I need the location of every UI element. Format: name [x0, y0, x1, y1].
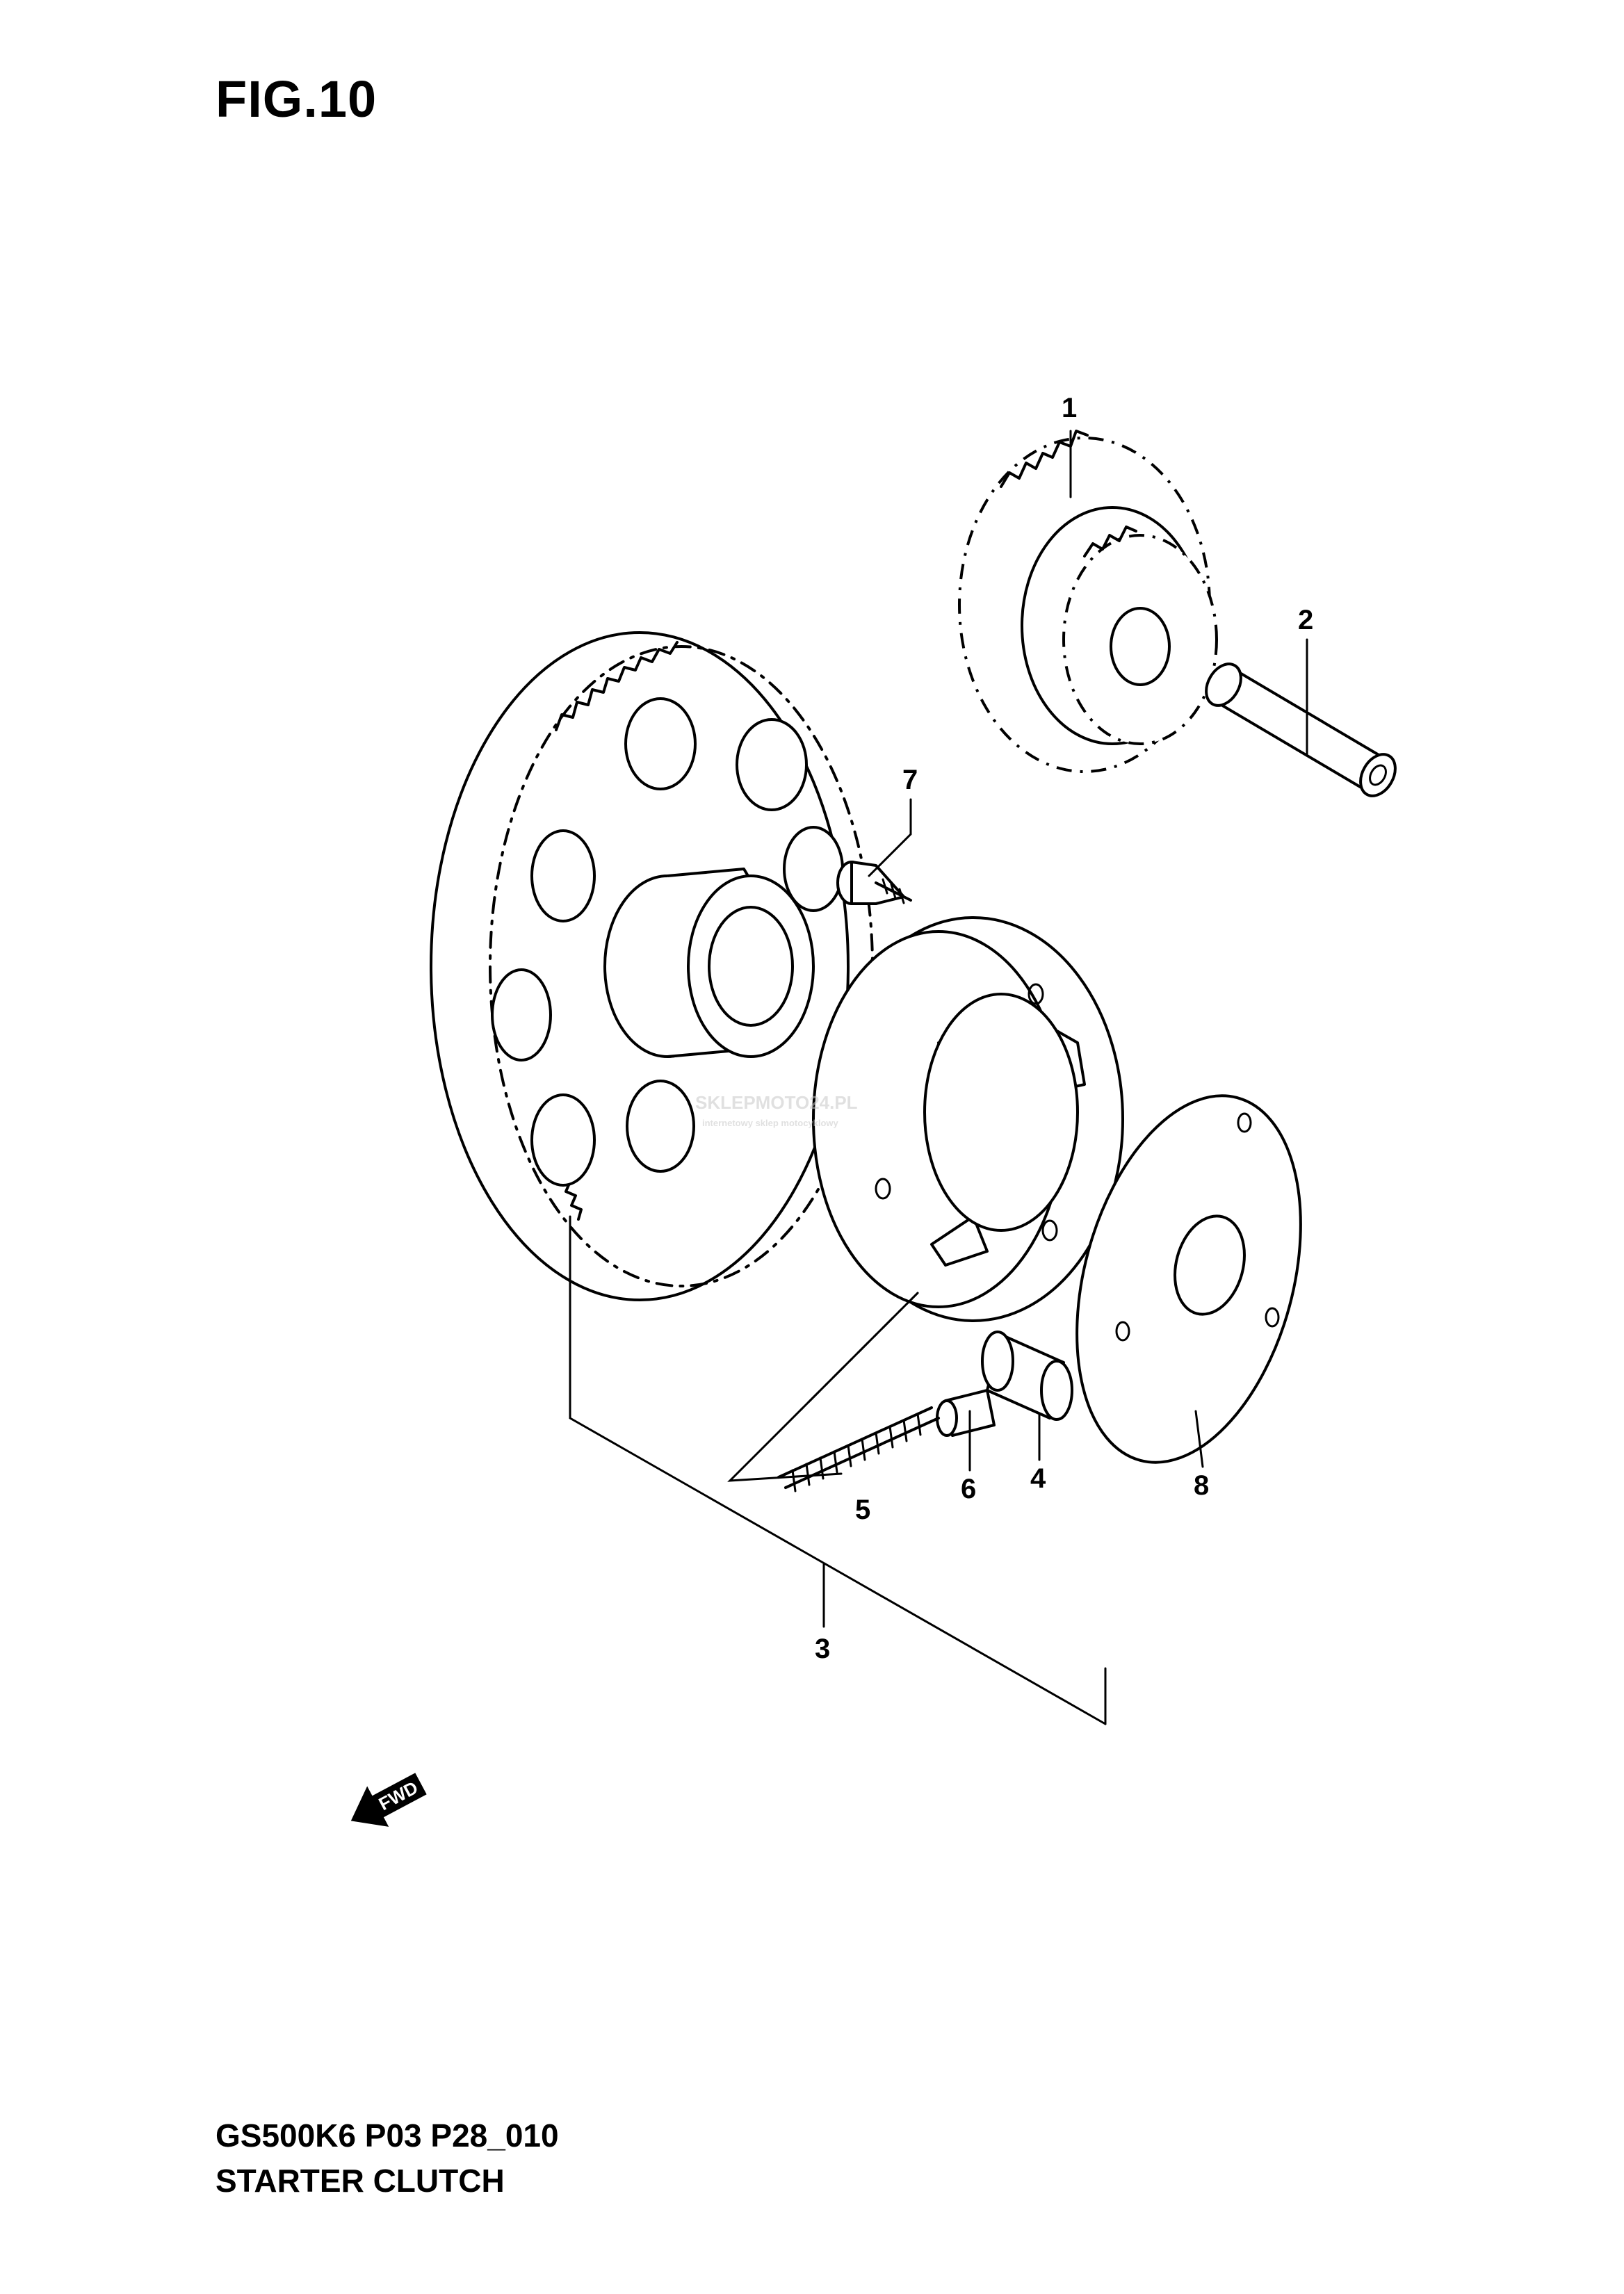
part-6-pin [936, 1389, 996, 1437]
part-4-roller [981, 1331, 1073, 1421]
callout-4: 4 [1030, 1463, 1046, 1494]
model-code: GS500K6 P03 P28_010 [216, 2117, 559, 2154]
callout-8: 8 [1194, 1470, 1209, 1501]
watermark-tagline: internetowy sklep motocyklowy [702, 1118, 839, 1128]
section-name: STARTER CLUTCH [216, 2163, 505, 2199]
leader-lines [569, 430, 1308, 1725]
callout-5: 5 [855, 1495, 870, 1525]
part-3-clutch-housing [812, 916, 1124, 1322]
watermark: SKLEPMOTO24.PL internetowy sklep motocyk… [695, 1092, 858, 1128]
part-2-shaft [1205, 662, 1397, 797]
part-8-cover-plate [1075, 1094, 1302, 1464]
callout-1: 1 [1062, 393, 1077, 423]
part-5-spring [777, 1406, 940, 1492]
callout-6: 6 [961, 1474, 976, 1504]
callout-3: 3 [815, 1634, 830, 1664]
callout-7: 7 [902, 765, 918, 795]
watermark-brand: SKLEPMOTO24.PL [695, 1092, 858, 1113]
fwd-arrow-icon: FWD [350, 1773, 427, 1827]
part-7-bolt [836, 861, 912, 905]
part-1-idle-gear [958, 430, 1218, 773]
callout-labels: 1 2 7 5 6 4 8 3 [815, 393, 1313, 1664]
callout-2: 2 [1298, 605, 1313, 635]
part-3-driven-gear [430, 631, 874, 1301]
figure-title: FIG.10 [216, 70, 377, 128]
